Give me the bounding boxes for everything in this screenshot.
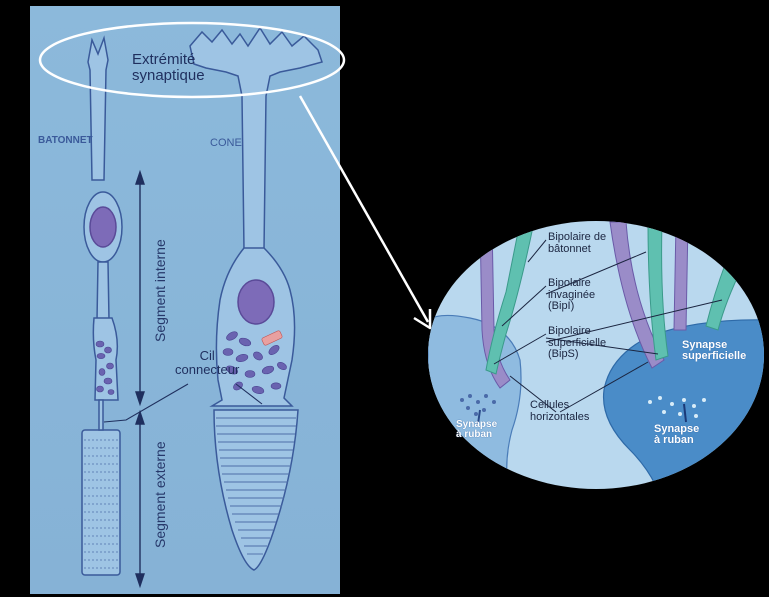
rod-synaptic-end (88, 38, 108, 180)
zoom-arrow (300, 96, 430, 328)
rod-outer-segment (82, 430, 120, 575)
rod-label: BATONNET (38, 136, 93, 147)
cone-nucleus (238, 280, 274, 324)
cone-label: CONE (210, 138, 242, 150)
horizontal-cells-label: Cellules horizontales (530, 400, 589, 423)
connecting-cilium-label: Cil connecteur (175, 349, 239, 376)
cone-inner-segment (212, 248, 295, 406)
horizontal-process-3 (674, 222, 688, 330)
rod-nucleus (90, 207, 116, 247)
inner-segment-label: Segment interne (152, 239, 168, 342)
synaptic-end-label: Extrémité synaptique (132, 52, 205, 84)
rod-bipolar-label: Bipolaire de bâtonnet (548, 232, 606, 255)
cone-cell (190, 28, 322, 570)
segment-arrows (136, 172, 144, 586)
superficial-synapse-label: Synapse superficielle (682, 340, 746, 362)
superficial-bipolar-label: Bipolaire superficielle (BipS) (548, 326, 606, 361)
rod-cell (82, 38, 122, 575)
invaginating-bipolar-label: Bipolaire invaginée (BipI) (548, 278, 595, 313)
rod-spherule (428, 315, 521, 490)
ribbon-synapse-right-label: Synapse à ruban (654, 424, 699, 446)
ribbon-synapse-left-label: Synapse à ruban (456, 420, 497, 440)
outer-segment-label: Segment externe (152, 441, 168, 548)
